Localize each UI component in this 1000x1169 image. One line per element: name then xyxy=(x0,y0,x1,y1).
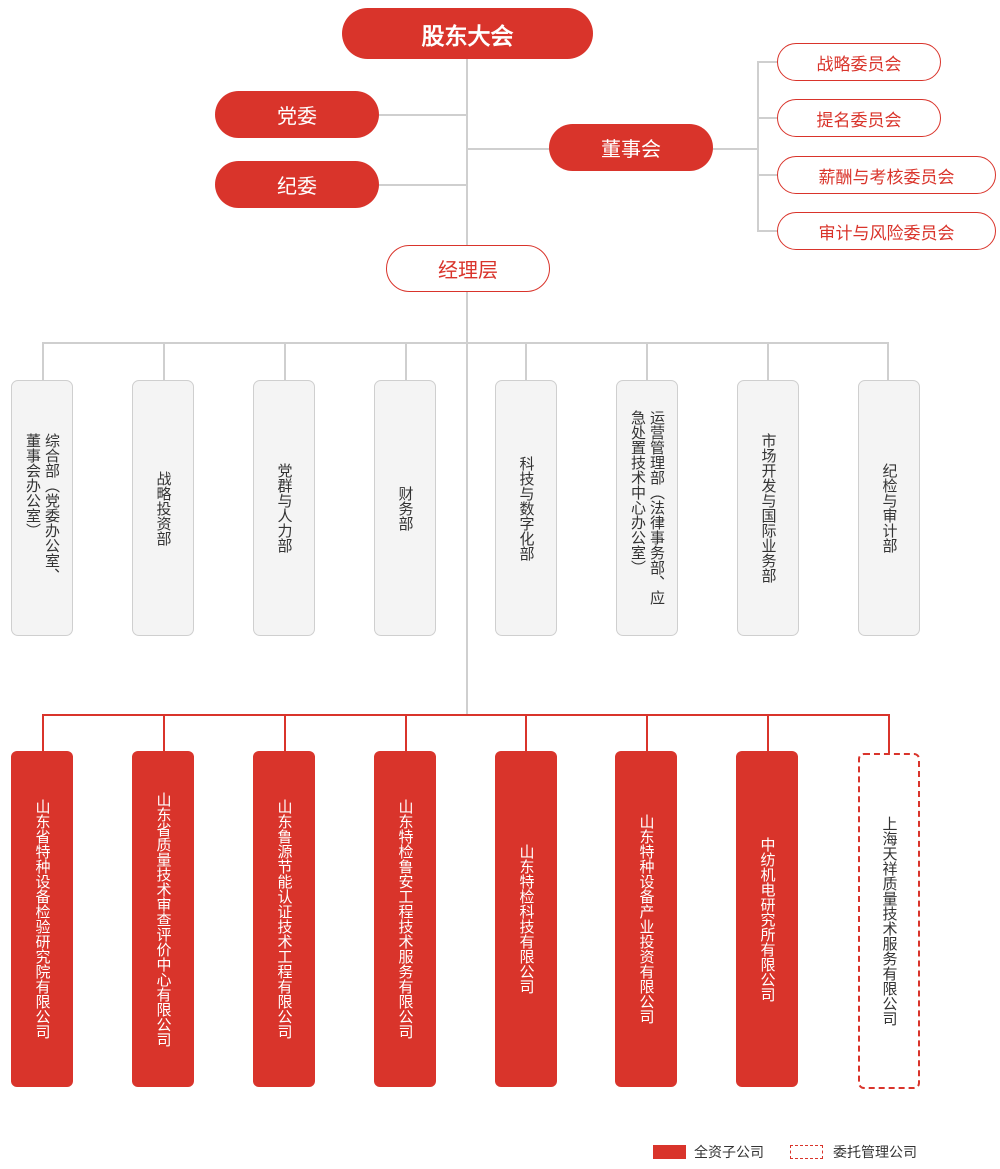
dept-label: 战略投资部 xyxy=(154,470,173,546)
connector-committee xyxy=(757,230,778,232)
company-inspection-institute[interactable]: 山东省特种设备检验研究院有限公司 xyxy=(11,751,73,1087)
company-drop xyxy=(888,714,890,753)
board-node[interactable]: 董事会 xyxy=(549,124,713,171)
committee-bracket xyxy=(757,61,759,232)
dept-drop xyxy=(163,342,165,380)
dept-drop xyxy=(405,342,407,380)
dept-operations[interactable]: 运营管理部（法律事务部、应急处置技术中心办公室） xyxy=(616,380,678,636)
departments-bus xyxy=(42,342,889,344)
committee-compensation-node[interactable]: 薪酬与考核委员会 xyxy=(777,156,996,194)
company-drop xyxy=(767,714,769,751)
companies-bus xyxy=(42,714,890,716)
connector-committee xyxy=(757,117,778,119)
connector-party xyxy=(378,114,467,116)
dept-market-international[interactable]: 市场开发与国际业务部 xyxy=(737,380,799,636)
company-label: 山东特检科技有限公司 xyxy=(517,844,536,994)
legend-solid-swatch xyxy=(653,1145,686,1159)
company-label: 中纺机电研究所有限公司 xyxy=(758,836,777,1002)
dept-label: 党群与人力部 xyxy=(275,463,294,553)
committee-nomination-node[interactable]: 提名委员会 xyxy=(777,99,941,137)
legend-entrusted-label: 委托管理公司 xyxy=(833,1145,917,1161)
shareholders-meeting-node[interactable]: 股东大会 xyxy=(342,8,593,59)
dept-label: 科技与数字化部 xyxy=(517,455,536,561)
management-node[interactable]: 经理层 xyxy=(386,245,550,292)
dept-general-office[interactable]: 综合部（党委办公室、董事会办公室） xyxy=(11,380,73,636)
company-tejian-luan[interactable]: 山东特检鲁安工程技术服务有限公司 xyxy=(374,751,436,1087)
company-drop xyxy=(284,714,286,751)
committee-label: 薪酬与考核委员会 xyxy=(818,167,955,188)
company-label: 山东省质量技术审查评价中心有限公司 xyxy=(154,791,173,1047)
legend-dashed-swatch xyxy=(790,1145,823,1159)
company-industry-investment[interactable]: 山东特种设备产业投资有限公司 xyxy=(615,751,677,1087)
connector-committee xyxy=(757,174,778,176)
committee-strategy-node[interactable]: 战略委员会 xyxy=(777,43,941,81)
company-drop xyxy=(405,714,407,751)
dept-drop xyxy=(646,342,648,380)
company-label: 山东鲁源节能认证技术工程有限公司 xyxy=(275,799,294,1039)
dept-discipline-audit[interactable]: 纪检与审计部 xyxy=(858,380,920,636)
dept-label: 财务部 xyxy=(396,485,415,531)
trunk-line xyxy=(466,58,468,716)
shareholders-meeting-label: 股东大会 xyxy=(421,23,514,50)
company-label: 山东特种设备产业投资有限公司 xyxy=(637,814,656,1024)
dept-drop xyxy=(887,342,889,380)
company-label: 山东特检鲁安工程技术服务有限公司 xyxy=(396,799,415,1039)
committee-label: 审计与风险委员会 xyxy=(818,223,955,244)
committee-label: 提名委员会 xyxy=(816,110,902,131)
dept-drop xyxy=(284,342,286,380)
dept-label: 运营管理部（法律事务部、应急处置技术中心办公室） xyxy=(629,410,666,605)
company-label: 山东省特种设备检验研究院有限公司 xyxy=(33,799,52,1039)
party-committee-node[interactable]: 党委 xyxy=(215,91,379,138)
company-quality-review-center[interactable]: 山东省质量技术审查评价中心有限公司 xyxy=(132,751,194,1087)
company-zhongfang-institute[interactable]: 中纺机电研究所有限公司 xyxy=(736,751,798,1087)
connector-committee xyxy=(757,61,778,63)
connector-board xyxy=(467,148,550,150)
company-tejian-tech[interactable]: 山东特检科技有限公司 xyxy=(495,751,557,1087)
dept-drop xyxy=(767,342,769,380)
party-committee-label: 党委 xyxy=(277,104,317,128)
dept-label: 市场开发与国际业务部 xyxy=(759,433,778,583)
dept-party-hr[interactable]: 党群与人力部 xyxy=(253,380,315,636)
discipline-committee-node[interactable]: 纪委 xyxy=(215,161,379,208)
discipline-committee-label: 纪委 xyxy=(277,174,317,198)
dept-label: 纪检与审计部 xyxy=(880,463,899,553)
board-label: 董事会 xyxy=(601,137,661,161)
company-drop xyxy=(525,714,527,751)
company-drop xyxy=(646,714,648,751)
dept-label: 综合部（党委办公室、董事会办公室） xyxy=(24,433,61,583)
company-drop xyxy=(42,714,44,751)
dept-tech-digital[interactable]: 科技与数字化部 xyxy=(495,380,557,636)
company-drop xyxy=(163,714,165,751)
management-label: 经理层 xyxy=(438,258,498,282)
dept-strategy-investment[interactable]: 战略投资部 xyxy=(132,380,194,636)
dept-drop xyxy=(525,342,527,380)
company-shanghai-tianxiang[interactable]: 上海天祥质量技术服务有限公司 xyxy=(858,753,920,1089)
dept-drop xyxy=(42,342,44,380)
legend-wholly-owned-label: 全资子公司 xyxy=(694,1145,764,1161)
connector-board-committees xyxy=(712,148,758,150)
connector-discipline xyxy=(378,184,467,186)
committee-audit-risk-node[interactable]: 审计与风险委员会 xyxy=(777,212,996,250)
company-luyuan-energy[interactable]: 山东鲁源节能认证技术工程有限公司 xyxy=(253,751,315,1087)
committee-label: 战略委员会 xyxy=(816,54,902,75)
dept-finance[interactable]: 财务部 xyxy=(374,380,436,636)
company-label: 上海天祥质量技术服务有限公司 xyxy=(880,816,899,1026)
